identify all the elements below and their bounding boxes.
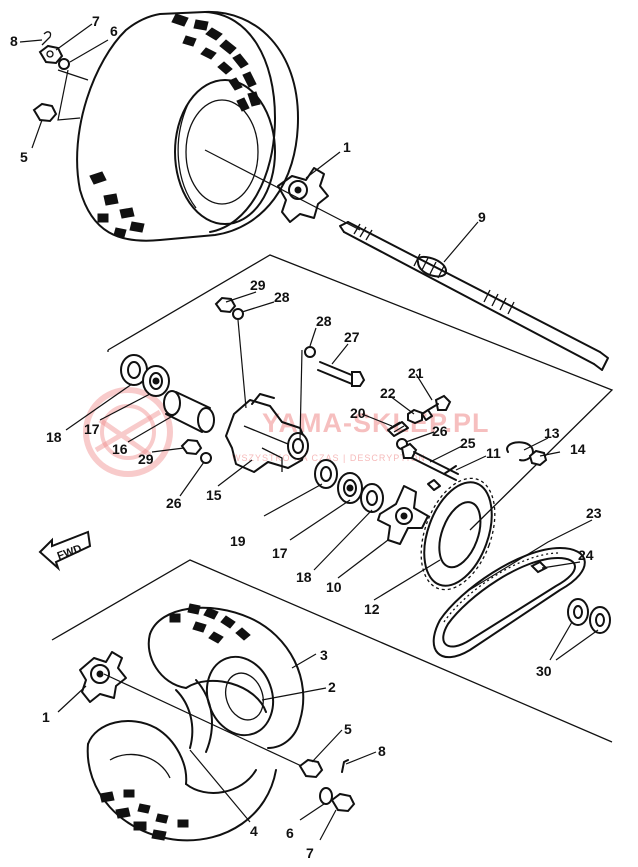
callout-12: 12 <box>364 601 380 617</box>
drive-chain <box>432 547 586 659</box>
bottom-fastener-group <box>298 758 356 813</box>
callout-6: 6 <box>110 23 118 39</box>
callout-16: 16 <box>112 441 128 457</box>
right-bearings <box>314 459 384 513</box>
callout-18: 18 <box>296 569 312 585</box>
housing-left-nuts <box>180 438 212 464</box>
callout-24: 24 <box>578 547 594 563</box>
callout-13: 13 <box>544 425 560 441</box>
callout-28: 28 <box>274 289 290 305</box>
callout-29: 29 <box>250 277 266 293</box>
callout-2: 2 <box>328 679 336 695</box>
callout-6: 6 <box>286 825 294 841</box>
callout-19: 19 <box>230 533 246 549</box>
housing-top-nuts <box>214 296 316 441</box>
callout-26: 26 <box>166 495 182 511</box>
callout-25: 25 <box>460 435 476 451</box>
top-axle-line <box>204 149 361 231</box>
callout-29: 29 <box>138 451 154 467</box>
callout-23: 23 <box>586 505 602 521</box>
rear-axle <box>339 221 609 371</box>
axle-housing <box>225 393 309 473</box>
leader-lines <box>19 23 599 841</box>
callout-26: 26 <box>432 423 448 439</box>
callout-9: 9 <box>478 209 486 225</box>
top-tire <box>76 10 299 242</box>
lower-wheel <box>86 603 305 842</box>
hub-bottom <box>79 651 127 703</box>
callout-20: 20 <box>350 405 366 421</box>
callout-17: 17 <box>84 421 100 437</box>
callout-14: 14 <box>570 441 586 457</box>
callout-10: 10 <box>326 579 342 595</box>
callout-7: 7 <box>92 13 100 29</box>
left-bearings <box>120 354 170 397</box>
lower-plate-outline <box>51 559 613 743</box>
callout-18: 18 <box>46 429 62 445</box>
callout-1: 1 <box>42 709 50 725</box>
callout-1: 1 <box>343 139 351 155</box>
callout-28: 28 <box>316 313 332 329</box>
callout-7: 7 <box>306 845 314 861</box>
watermark-logo-icon <box>83 387 173 477</box>
callout-labels: 1 1 2 3 4 5 5 6 6 7 7 8 8 9 10 11 12 13 … <box>10 13 602 861</box>
callout-30: 30 <box>536 663 552 679</box>
callout-5: 5 <box>20 149 28 165</box>
callout-17: 17 <box>272 545 288 561</box>
callout-8: 8 <box>10 33 18 49</box>
bolt-27 <box>317 361 366 387</box>
callout-11: 11 <box>486 445 501 461</box>
callout-8: 8 <box>378 743 386 759</box>
callout-22: 22 <box>380 385 396 401</box>
callout-3: 3 <box>320 647 328 663</box>
watermark-tagline: WSZYSTKO NA CZAS | DESCRYPTION <box>232 453 426 463</box>
chain-rollers <box>567 598 611 634</box>
callout-15: 15 <box>206 487 222 503</box>
callout-4: 4 <box>250 823 258 839</box>
hub-top <box>277 167 329 223</box>
top-fastener-group <box>32 31 89 123</box>
sprocket-hub <box>377 465 457 545</box>
bottom-axle-line <box>103 673 311 771</box>
bolt-21 <box>407 394 452 425</box>
callout-21: 21 <box>408 365 424 381</box>
rear-sprocket <box>420 477 496 591</box>
callout-5: 5 <box>344 721 352 737</box>
fwd-arrow-icon: FWD <box>38 530 92 572</box>
callout-27: 27 <box>344 329 360 345</box>
chain-clip <box>506 441 548 467</box>
